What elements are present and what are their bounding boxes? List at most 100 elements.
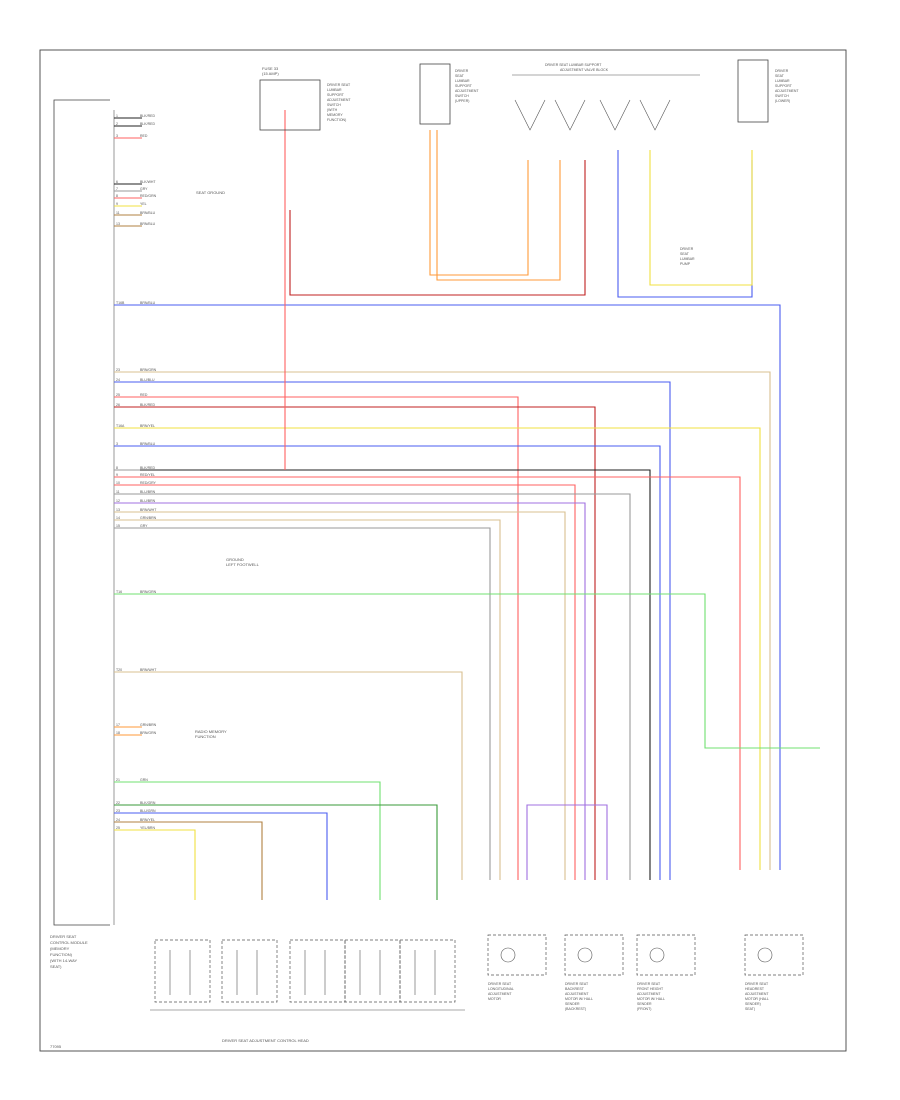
wire — [436, 130, 561, 281]
c1-desc: MEMORY — [327, 113, 343, 117]
motor-label-line: HEADREST — [745, 987, 765, 991]
motor-label-line: ADJUSTMENT — [565, 992, 589, 996]
radio-note-2: FUNCTION — [195, 734, 216, 739]
wire — [140, 804, 438, 900]
pin-wire-label: BRN/GRN — [140, 590, 157, 594]
top-component-lower-switch: DRIVER SEAT LUMBAR SUPPORT ADJUSTMENT SW… — [737, 59, 799, 123]
module-pin: 9 RED/YEL — [114, 473, 155, 478]
wire — [140, 527, 491, 880]
pin-number: 12 — [116, 499, 120, 503]
pin-wire-label: BRN/BLU — [140, 222, 156, 226]
switch-housing-4 — [737, 59, 769, 123]
wire — [140, 445, 661, 880]
module-outline — [53, 99, 110, 926]
pump-label: SEAT — [680, 252, 690, 256]
pin-wire-label: RED — [140, 134, 148, 138]
c2-desc: DRIVER — [455, 69, 469, 73]
pin-number: 3 — [116, 134, 118, 138]
radio-memory-note: RADIO MEMORY FUNCTION — [195, 729, 227, 739]
switch-housing-2 — [419, 63, 451, 125]
c4-desc: ADJUSTMENT — [775, 89, 799, 93]
pin-number: 9 — [116, 473, 118, 477]
pin-wire-label: BLK/WHT — [140, 180, 156, 184]
seat-ground-note: SEAT GROUND — [196, 190, 225, 195]
pin-wire-label: BRN/YEL — [140, 818, 155, 822]
wire — [140, 829, 196, 900]
motor-label-line: MOTOR (HALL — [745, 997, 769, 1001]
ground2-text-1: GROUND — [226, 557, 244, 562]
pin-wire-label: GRN — [140, 778, 148, 782]
control-switch — [221, 939, 278, 1003]
diagram-border — [39, 49, 847, 1052]
c1-desc: FUNCTION) — [327, 118, 346, 122]
wire — [140, 781, 381, 900]
pin-wire-label: RED/YEL — [140, 473, 155, 477]
wire — [140, 519, 501, 880]
control-switch — [344, 939, 401, 1003]
valve-sym-c — [599, 99, 631, 131]
wire — [140, 476, 741, 870]
motor-label-line: BACKREST — [565, 987, 585, 991]
valve-title: ADJUSTMENT VALVE BLOCK — [560, 68, 609, 72]
seat-ground-text: SEAT GROUND — [196, 190, 225, 195]
module-pin: T16B BRN/BLU — [114, 301, 156, 306]
ground2-text-2: LEFT FOOTWELL — [226, 562, 260, 567]
pin-wire-label: BRN/BLU — [140, 301, 156, 305]
module-pin: 11 BLU/BRN — [114, 490, 156, 495]
pin-number: 14 — [116, 516, 120, 520]
c2-desc: SUPPORT — [455, 84, 473, 88]
top-component-valve-block: DRIVER SEAT LUMBAR SUPPORT ADJUSTMENT VA… — [512, 63, 700, 266]
wire — [140, 502, 586, 880]
pin-wire-label: RED/GRN — [140, 194, 157, 198]
pin-number: 11 — [116, 490, 120, 494]
c1-desc: DRIVER SEAT — [327, 83, 351, 87]
c4-desc: SUPPORT — [775, 84, 793, 88]
control-head-label: DRIVER SEAT ADJUSTMENT CONTROL HEAD — [222, 1038, 309, 1043]
pin-number: 8 — [116, 194, 118, 198]
motor-label-line: LONGITUDINAL — [488, 987, 514, 991]
pin-wire-label: BLU/BRN — [140, 490, 156, 494]
c4-desc: LUMBAR — [775, 79, 790, 83]
wiring-paths — [140, 110, 820, 900]
wire — [140, 593, 820, 749]
wire — [617, 150, 753, 298]
motor-label-line: ADJUSTMENT — [488, 992, 512, 996]
c2-desc: (UPPER) — [455, 99, 469, 103]
pin-wire-label: GRN/BRN — [140, 516, 157, 520]
pin-number: T16B — [116, 301, 125, 305]
pin-wire-label: YEL/BRN — [140, 826, 155, 830]
motor-label-line: (BACKREST) — [565, 1007, 586, 1011]
motor-label-line: DRIVER SEAT — [565, 982, 589, 986]
motor-label-line: SEAT) — [745, 1007, 755, 1011]
radio-note-1: RADIO MEMORY — [195, 729, 227, 734]
seat-adjustment-control-head: DRIVER SEAT ADJUSTMENT CONTROL HEAD — [150, 939, 465, 1043]
motor-label-line: SENDER) — [745, 1002, 761, 1006]
pin-number: 2 — [116, 122, 118, 126]
wire — [140, 671, 463, 880]
pin-wire-label: BLK/RED — [140, 114, 155, 118]
pin-number: T16A — [116, 424, 125, 428]
valve-sym-d — [639, 99, 671, 131]
motor-label-line: SENDER — [637, 1002, 652, 1006]
wire — [526, 804, 608, 880]
c1-desc: SUPPORT — [327, 93, 345, 97]
wire — [140, 396, 519, 880]
valve-title: DRIVER SEAT LUMBAR SUPPORT — [545, 63, 602, 67]
pin-wire-label: GRY — [140, 187, 148, 191]
motor-label-line: ADJUSTMENT — [637, 992, 661, 996]
wire — [140, 484, 576, 880]
pin-number: 10 — [116, 481, 120, 485]
motor-label-line: DRIVER SEAT — [745, 982, 769, 986]
